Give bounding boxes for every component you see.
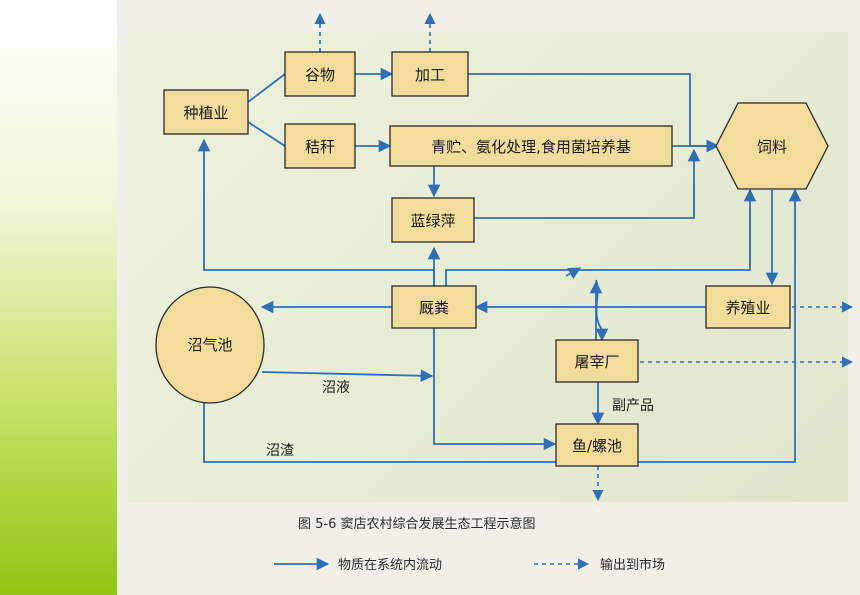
internal-flows [197,67,802,463]
node-breeding-box [705,285,791,329]
label-biogas-residue: 沼渣 [266,443,294,459]
node-straw-box [284,123,356,169]
node-processing-box [391,51,469,97]
node-straw: 秸秆 [305,138,335,156]
node-slaughter: 屠宰厂 [574,353,619,371]
node-grain-box [284,51,356,97]
node-feed-hexagon [715,102,829,190]
flow-biogas-planting [197,138,435,286]
node-manure-box [391,285,477,329]
label-biogas-liquid: 沼液 [322,380,350,396]
legend: 物质在系统内流动 输出到市场 [274,557,665,573]
node-fishpond-box [555,423,639,467]
node-treatment: 青贮、氨化处理,食用菌培养基 [431,138,631,156]
node-feed: 饲料 [757,138,787,156]
node-treatment-box [389,125,673,167]
node-planting: 种植业 [183,104,228,122]
flow-biogas-liquid [261,369,434,383]
node-biogas-circle [155,286,265,404]
node-manure: 厩粪 [419,299,449,317]
figure-caption: 图 5-6 窦店农村综合发展生态工程示意图 [298,516,536,532]
flow-manure-feed [445,188,757,286]
node-planting-box [163,89,249,135]
flow-biogas-residue [203,188,802,463]
label-byproduct: 副产品 [612,398,654,414]
node-processing: 加工 [415,66,445,84]
flow-planting-grain [247,73,286,103]
node-breeding: 养殖业 [725,299,770,317]
flow-planting-straw [247,121,286,147]
node-biogas: 沼气池 [187,336,232,354]
node-slaughter-box [555,339,639,383]
node-azolla: 蓝绿萍 [410,212,455,230]
nodes: 种植业 谷物 加工 秸秆 青贮、氨化处理,食用菌培养基 饲料 蓝绿萍 沼气池 厩… [155,51,829,467]
market-outputs [314,12,854,502]
flow-mid-arrow [565,267,582,280]
node-fishpond: 鱼/螺池 [572,437,622,455]
flow-manure-fishpond [433,328,557,451]
node-grain: 谷物 [305,66,335,84]
node-azolla-box [391,197,475,243]
left-accent-bar [0,0,117,595]
flow-azolla-feed [474,148,701,219]
legend-solid-label: 物质在系统内流动 [338,557,442,573]
legend-dashed-label: 输出到市场 [600,557,665,573]
